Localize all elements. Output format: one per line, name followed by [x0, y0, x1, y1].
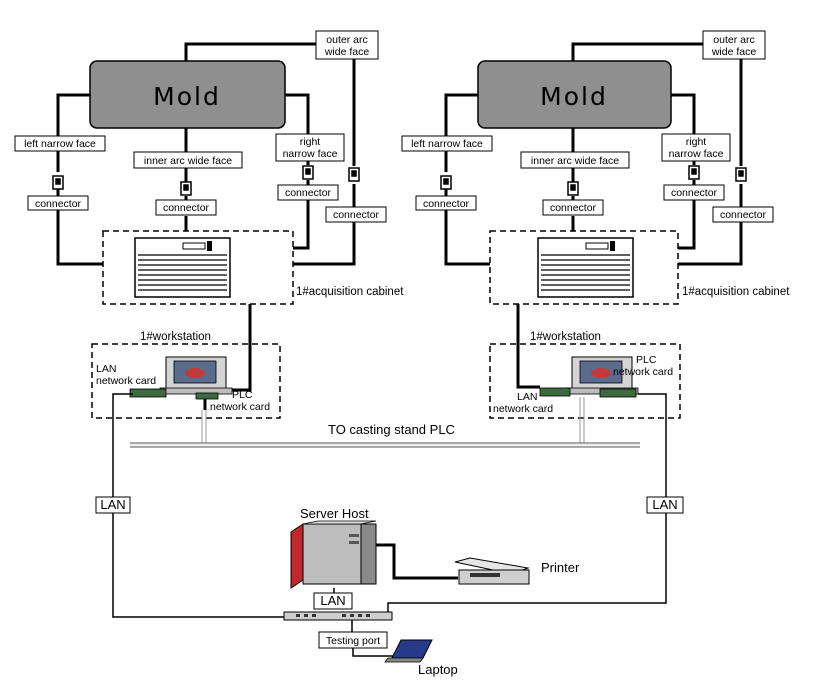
left-narrow-label: left narrow face — [411, 138, 483, 150]
plc-card-label-1: PLC — [636, 354, 657, 366]
connector-box — [27, 195, 89, 211]
right-narrow-label-2: narrow face — [669, 148, 724, 160]
mold-block — [89, 60, 286, 129]
lan-label: LAN — [100, 497, 125, 512]
cabinet-icon — [537, 237, 634, 298]
lan-card-label-2: network card — [96, 375, 156, 387]
left-narrow-box — [14, 135, 106, 152]
right-narrow-label-1: right — [300, 136, 321, 148]
connector-label: connector — [285, 187, 332, 199]
connector-box — [325, 206, 387, 223]
workstation-computer-icon — [539, 356, 639, 398]
plc-bus-label: TO casting stand PLC — [328, 422, 455, 437]
connector-label: connector — [671, 187, 718, 199]
lan-card-label-1: LAN — [517, 391, 537, 403]
outer-arc-label-2: wide face — [324, 46, 370, 58]
outer-arc-box — [702, 30, 766, 60]
laptop-label: Laptop — [418, 662, 458, 677]
printer-icon — [454, 557, 530, 585]
inner-arc-box — [133, 151, 243, 169]
mold-block — [477, 60, 672, 129]
connector-label: connector — [333, 209, 380, 221]
outer-arc-label-1: outer arc — [713, 34, 754, 46]
plc-bus: TO casting stand PLC — [130, 397, 640, 448]
lan-lines — [112, 393, 667, 618]
connector-box — [663, 184, 725, 201]
lan-box — [313, 592, 353, 610]
connector-box — [542, 199, 604, 216]
printer-label: Printer — [541, 560, 580, 575]
testing-port-label: Testing port — [326, 635, 380, 647]
cabinet-icon — [134, 237, 231, 298]
left-station-group: Mold outer arc wide face left narrow fac… — [14, 30, 404, 419]
connector-box — [712, 206, 774, 223]
right-cables — [444, 42, 743, 389]
left-narrow-label: left narrow face — [24, 138, 96, 150]
acquisition-cabinet-frame — [102, 230, 294, 305]
connector-box — [277, 184, 339, 201]
outer-arc-label-2: wide face — [711, 46, 757, 58]
right-narrow-box — [275, 133, 345, 162]
acquisition-cabinet-frame — [489, 230, 679, 305]
server-host-icon — [290, 520, 377, 589]
connector-label: connector — [720, 209, 767, 221]
outer-arc-box — [315, 30, 379, 60]
left-plugs — [52, 165, 360, 196]
connector-label: connector — [423, 198, 470, 210]
workstation-frame — [489, 343, 681, 419]
inner-arc-box — [520, 151, 630, 169]
lan-box — [646, 496, 684, 514]
mold-label: Mold — [153, 82, 221, 111]
workstation-computer-icon — [129, 356, 233, 400]
plc-card-label-1: PLC — [232, 389, 253, 401]
mold-label: Mold — [540, 82, 608, 111]
workstation-label: 1#workstation — [140, 331, 211, 343]
workstation-label: 1#workstation — [530, 331, 601, 343]
right-station-group: Mold outer arc wide face left narrow fac… — [401, 30, 790, 419]
server-label: Server Host — [300, 506, 369, 521]
connector-label: connector — [163, 202, 210, 214]
plc-card-label-2: network card — [613, 366, 673, 378]
lan-card-label-2: network card — [493, 403, 553, 415]
network-switch-icon — [283, 611, 393, 621]
left-narrow-box — [401, 135, 493, 152]
connector-box — [155, 199, 217, 216]
lan-label: LAN — [652, 497, 677, 512]
laptop-icon — [384, 639, 433, 663]
inner-arc-label: inner arc wide face — [531, 155, 619, 167]
right-narrow-box — [661, 133, 731, 162]
cabinet-label: 1#acquisition cabinet — [296, 286, 404, 298]
lan-box — [95, 496, 131, 514]
cabinet-label: 1#acquisition cabinet — [682, 286, 790, 298]
right-narrow-label-1: right — [686, 136, 707, 148]
connector-box — [415, 195, 477, 211]
printer-cable — [376, 543, 458, 580]
workstation-frame — [91, 343, 281, 419]
lan-card-label-1: LAN — [96, 363, 116, 375]
right-narrow-label-2: narrow face — [283, 148, 338, 160]
plc-card-label-2: network card — [210, 401, 270, 413]
right-plugs — [440, 165, 747, 196]
lan-label: LAN — [320, 593, 345, 608]
server-group: Server Host Printer LAN Testing port — [283, 506, 580, 677]
inner-arc-label: inner arc wide face — [144, 155, 232, 167]
connector-label: connector — [550, 202, 597, 214]
connector-label: connector — [35, 198, 82, 210]
outer-arc-label-1: outer arc — [326, 34, 367, 46]
